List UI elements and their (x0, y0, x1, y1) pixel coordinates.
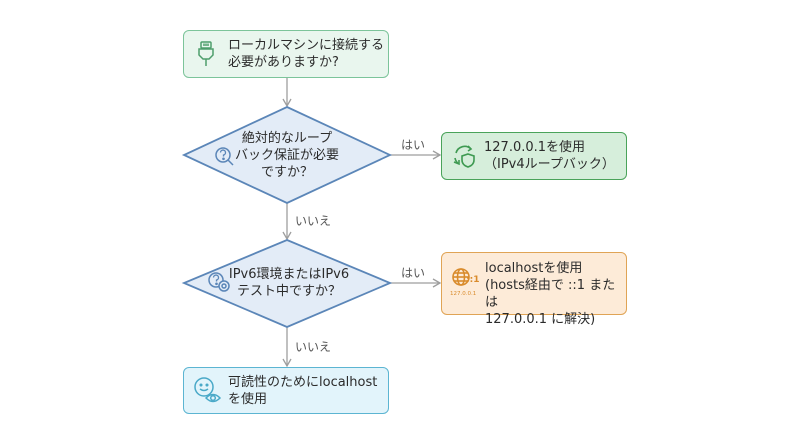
decision1-diamond[interactable] (181, 106, 393, 204)
decision1-text: 絶対的なループ バック保証が必要 ですか？ (227, 130, 347, 181)
edge-label-yes2: はい (401, 266, 426, 280)
result-localhost-line3: 127.0.0.1 に解決) (485, 312, 596, 327)
edge-label-yes1: はい (401, 138, 426, 152)
decision2-line1: IPv6環境またはIPv6 (228, 267, 350, 282)
decision2-line2: テスト中ですか？ (236, 284, 341, 299)
decision1-line1: 絶対的なループ (241, 131, 333, 146)
decision1-line3: ですか？ (260, 165, 313, 180)
result-localhost-node[interactable]: ::1 127.0.0.1 localhostを使用 (hosts経由で ::1… (441, 252, 627, 327)
globe-label-ipv6: ::1 (466, 275, 480, 285)
decision2-text: IPv6環境またはIPv6 テスト中ですか？ (227, 266, 351, 300)
globe-label-ipv4: 127.0.0.1 (450, 291, 477, 297)
face-eye-icon (194, 377, 222, 403)
result-readability-line1: 可読性のためにlocalhost (228, 375, 378, 390)
start-node-line1: ローカルマシンに接続する (228, 38, 385, 53)
refresh-shield-icon (453, 145, 475, 168)
result-ipv4-line2: （IPv4ループバック） (484, 157, 615, 172)
result-localhost-line1: localhostを使用 (485, 261, 583, 276)
result-readability-line2: を使用 (228, 392, 268, 407)
start-node-line2: 必要がありますか? (228, 55, 339, 70)
decision1-line2: バック保証が必要 (234, 148, 339, 163)
question-search-icon (215, 147, 234, 166)
result-localhost-line2: (hosts経由で ::1 または (485, 278, 616, 310)
result-ipv4-line1: 127.0.0.1を使用 (484, 140, 586, 155)
question-gear-icon (208, 272, 230, 292)
edge-label-no1: いいえ (295, 214, 332, 228)
edge-label-no2: いいえ (295, 340, 332, 354)
decision2-diamond[interactable] (181, 239, 393, 328)
result-ipv4-node[interactable]: 127.0.0.1を使用 （IPv4ループバック） (441, 132, 627, 180)
ethernet-plug-icon (198, 41, 214, 66)
start-node[interactable]: ローカルマシンに接続する 必要がありますか? (183, 30, 389, 78)
globe-icon (452, 268, 470, 286)
result-readability-node[interactable]: 可読性のためにlocalhost を使用 (183, 367, 389, 414)
